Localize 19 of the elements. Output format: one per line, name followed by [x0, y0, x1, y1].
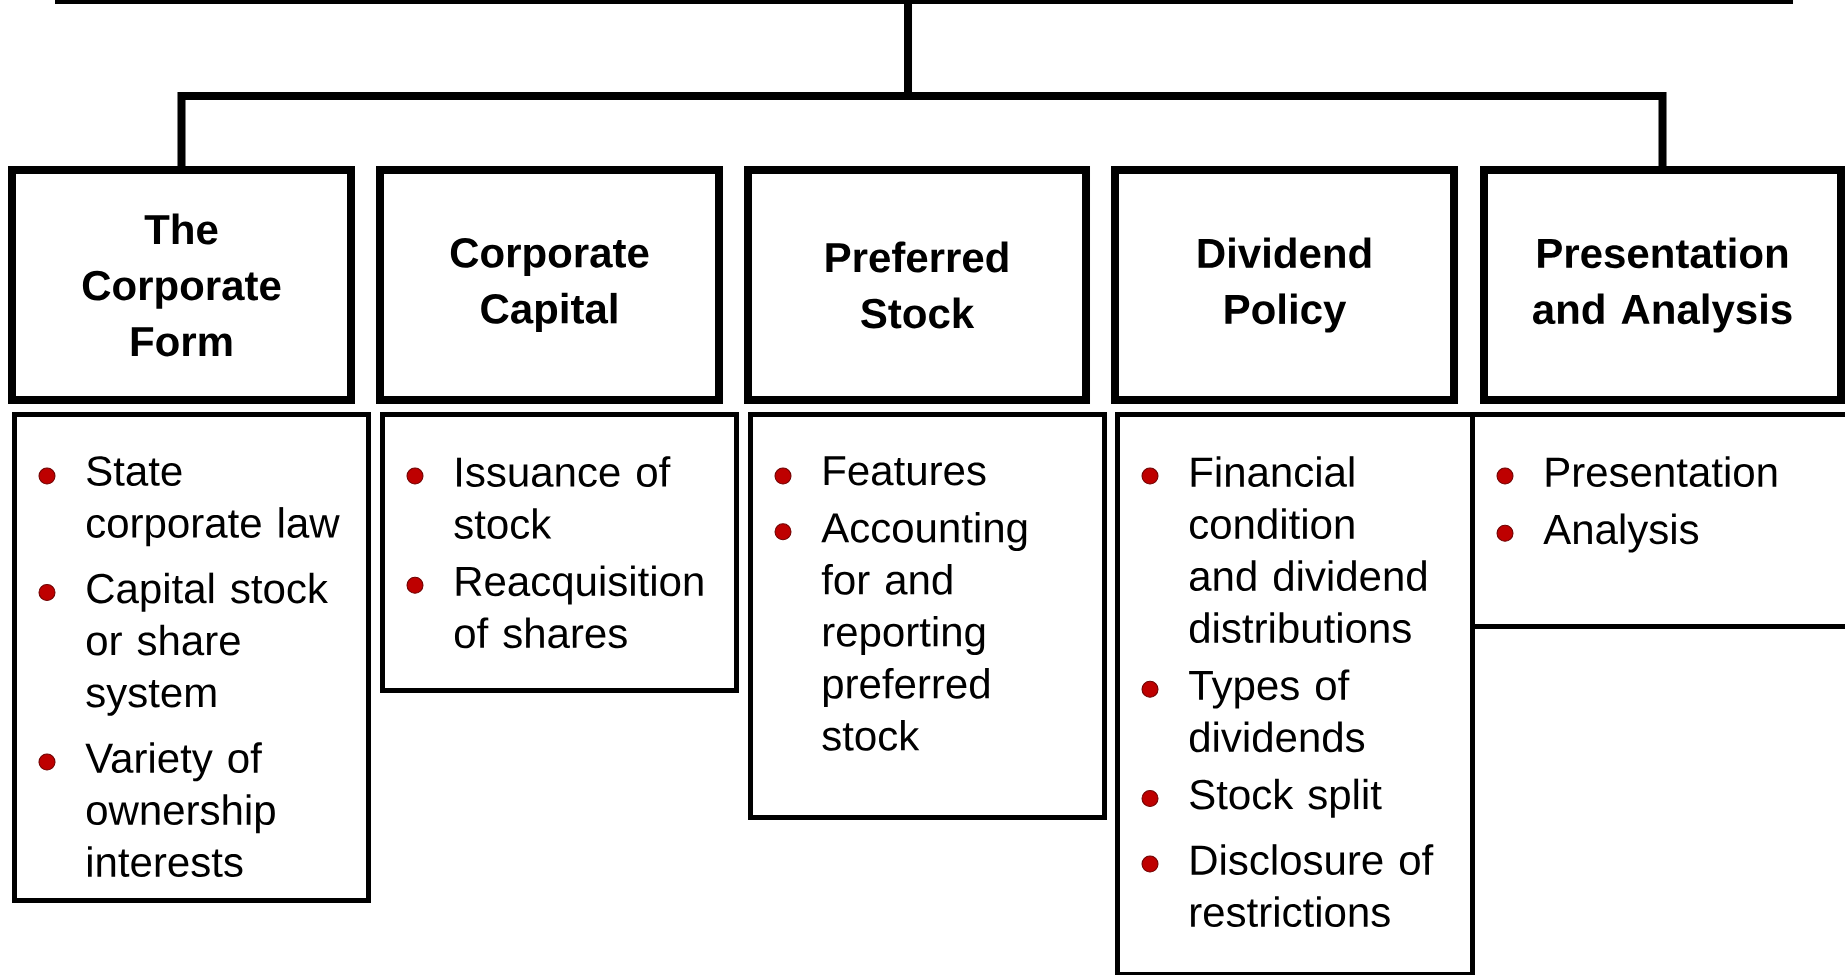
list-item: Variety of ownership interests	[85, 742, 275, 878]
list-item: Presentation	[1546, 456, 1777, 488]
title-box	[55, 0, 1793, 4]
list-item: Types of dividends	[1189, 669, 1365, 753]
list-item: Analysis	[1543, 513, 1699, 553]
heading-box: Presentation and Analysis	[1480, 166, 1845, 404]
list-item: Disclosure of restrictions	[1191, 844, 1434, 928]
list-item: Reacquisition of shares	[454, 565, 703, 649]
list-item: Financial condition and dividend distributions	[1189, 456, 1426, 644]
list-item: Accounting for and reporting preferred stock	[821, 511, 1027, 751]
heading-box: Preferred Stock	[744, 166, 1090, 404]
heading-box: Corporate Capital	[376, 166, 723, 404]
list-item: State corporate law	[87, 456, 340, 547]
heading-box: The Corporate Form	[8, 166, 355, 404]
list-item: Capital stock or share system	[86, 572, 328, 716]
list-item: Features	[824, 456, 986, 486]
heading-box: Dividend Policy	[1111, 166, 1458, 404]
list-item: Stock split	[1190, 778, 1382, 818]
list-item: Issuance of stock	[454, 456, 671, 539]
